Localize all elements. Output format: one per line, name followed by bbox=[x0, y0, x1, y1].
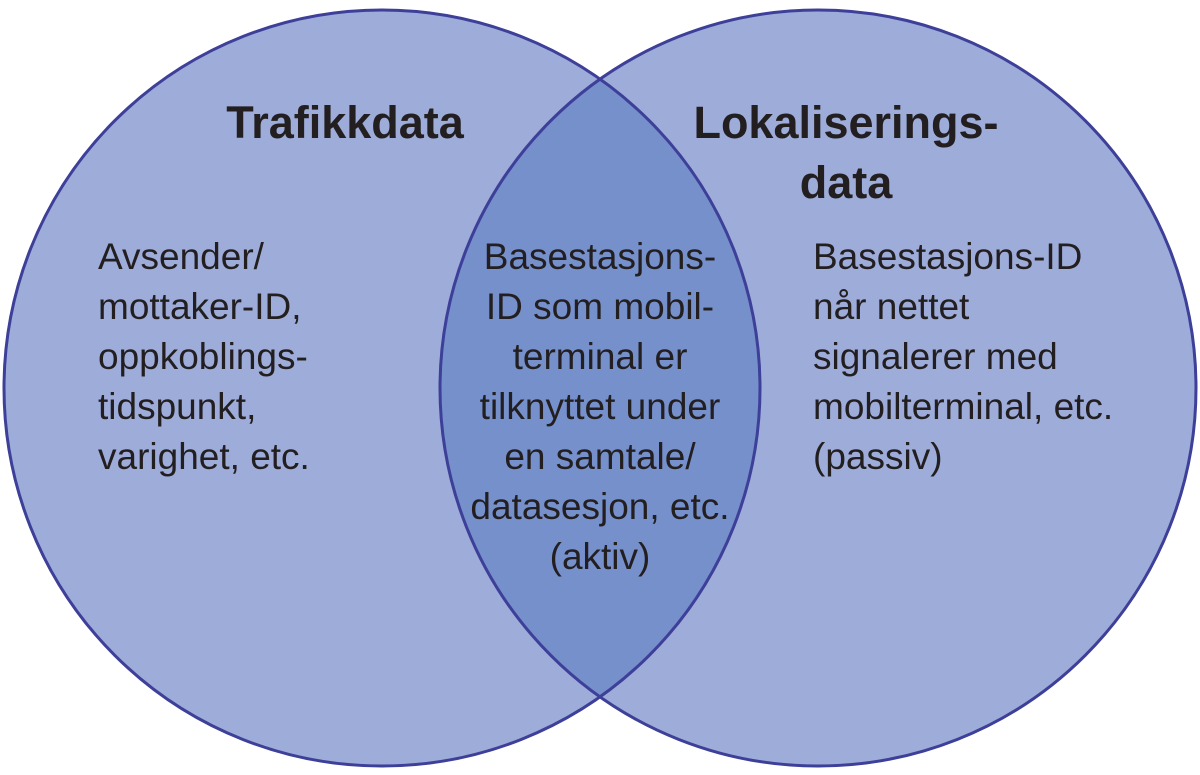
left-circle-items: Avsender/ mottaker-ID, oppkoblings- tids… bbox=[98, 236, 310, 477]
overlap-region-items: Basestasjons- ID som mobil- terminal er … bbox=[470, 236, 730, 577]
left-circle-title: Trafikkdata bbox=[226, 97, 464, 148]
right-circle-title: Lokaliserings- data bbox=[693, 97, 999, 208]
right-circle-border bbox=[438, 8, 1198, 768]
right-circle-items: Basestasjons-ID når nettet signalerer me… bbox=[813, 236, 1114, 477]
overlap-region bbox=[440, 10, 760, 766]
left-circle-border bbox=[2, 8, 762, 768]
